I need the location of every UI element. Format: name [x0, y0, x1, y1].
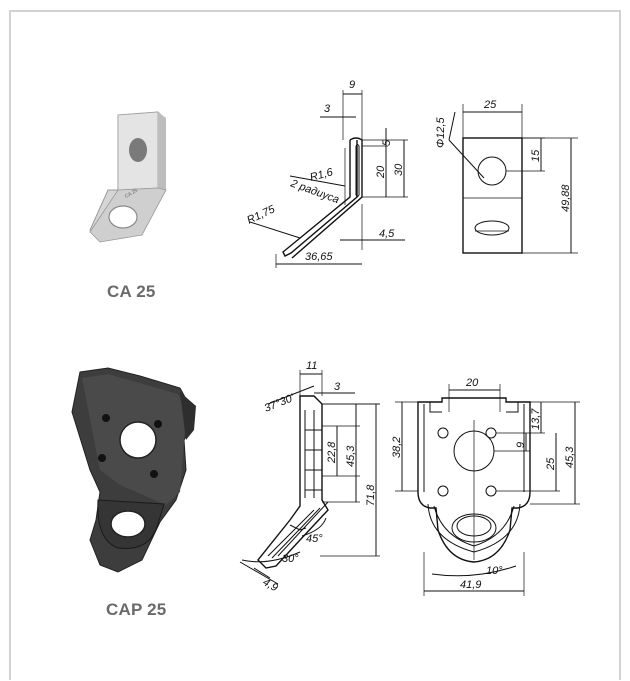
- dim-71-8: 71,8: [365, 484, 377, 506]
- product-label-cap25: CAP 25: [106, 600, 167, 619]
- dim-36-65: 36,65: [305, 251, 333, 263]
- dim-41-9: 41,9: [460, 579, 481, 591]
- dim-4-5: 4,5: [379, 228, 395, 240]
- angle-45: 45°: [306, 533, 323, 545]
- angle-30: 30°: [282, 553, 299, 565]
- dim-3-cap: 3: [334, 381, 341, 393]
- dim-38-2: 38,2: [391, 437, 403, 458]
- dim-angle-37-30: 37°30': [263, 392, 297, 415]
- dim-22-8: 22,8: [326, 441, 338, 464]
- angle-10: 10°: [486, 565, 503, 577]
- dim-20: 20: [375, 165, 387, 179]
- dim-r175: R1,75: [245, 203, 277, 227]
- dim-45-3-front: 45,3: [564, 446, 576, 468]
- product-label-ca25: CA 25: [107, 282, 156, 301]
- ca25-photo: CA 25: [89, 111, 167, 243]
- dim-9: 9: [349, 79, 355, 91]
- dim-20-front: 20: [465, 377, 479, 389]
- dim-phi-12-5: Φ12,5: [435, 117, 447, 148]
- dim-25: 25: [483, 99, 497, 111]
- dim-30: 30: [393, 163, 405, 176]
- dim-13-7: 13,7: [530, 408, 542, 430]
- dim-r16: R1,6: [309, 166, 335, 184]
- ca25-front-view: 25 Φ12,5 15 49,88: [435, 99, 578, 254]
- dim-25-front: 25: [545, 457, 557, 471]
- cap25-photo: [71, 367, 196, 573]
- cap25-front-view: 20 38,2 13,7 9 25 45,3 10°: [391, 377, 580, 596]
- dim-4-9: 4,9: [261, 576, 280, 594]
- cap25-side-view: 11 37°30' 3 22,8 45,3 71,8 45° 30° 4,9: [239, 360, 380, 594]
- dim-3: 3: [324, 103, 331, 115]
- dim-45-3-side: 45,3: [345, 445, 357, 467]
- dim-49-88: 49,88: [560, 184, 572, 212]
- dim-5: 5: [381, 139, 393, 146]
- dim-11: 11: [306, 360, 317, 372]
- ca25-side-view: 9 3 5 20 30 R1,6 2 радиуса R1,75 4,5 36,…: [245, 79, 408, 268]
- dim-15: 15: [530, 149, 542, 162]
- dim-9-front: 9: [515, 442, 527, 448]
